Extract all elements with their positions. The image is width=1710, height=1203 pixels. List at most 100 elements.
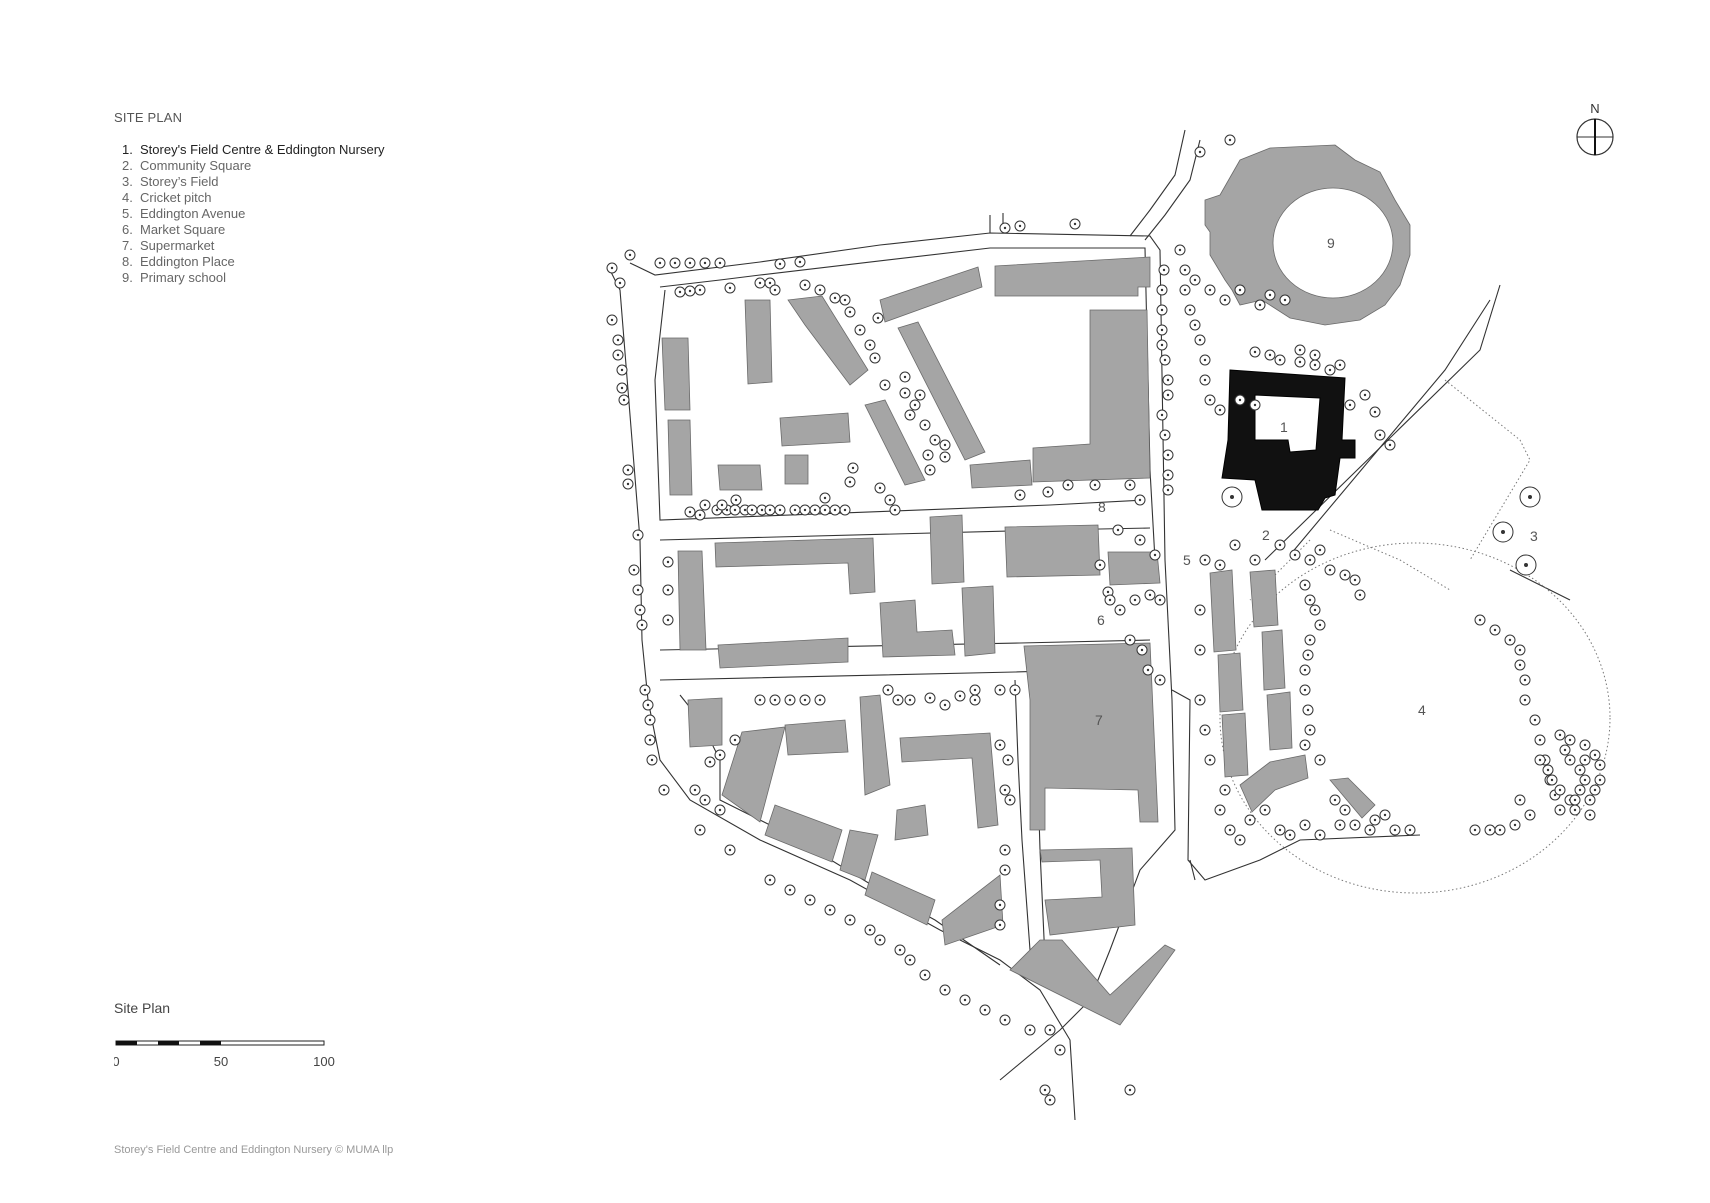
- tree-icon: [606, 262, 618, 274]
- tree-icon: [1014, 220, 1026, 232]
- tree-icon: [699, 257, 711, 269]
- tree-icon: [662, 556, 674, 568]
- tree-icon: [899, 371, 911, 383]
- tree-icon: [784, 884, 796, 896]
- tree-icon: [1314, 619, 1326, 631]
- tree-icon: [969, 684, 981, 696]
- tree-icon: [1384, 439, 1396, 451]
- tree-icon: [662, 584, 674, 596]
- tree-icon: [844, 914, 856, 926]
- tree-icon: [729, 504, 741, 516]
- tree-icon: [799, 279, 811, 291]
- tree-icon: [844, 476, 856, 488]
- tree-icon: [1584, 809, 1596, 821]
- tree-icon: [730, 494, 742, 506]
- tree-icon: [939, 699, 951, 711]
- tree-icon: [1284, 829, 1296, 841]
- tree-icon: [939, 439, 951, 451]
- tree-icon: [1489, 624, 1501, 636]
- tree-icon: [1574, 784, 1586, 796]
- tree-icon: [1314, 544, 1326, 556]
- tree-icon: [1294, 344, 1306, 356]
- map-label-5: 5: [1183, 552, 1191, 568]
- tree-icon: [882, 684, 894, 696]
- tree-icon: [1204, 284, 1216, 296]
- tree-icon: [1112, 524, 1124, 536]
- tree-icon: [814, 694, 826, 706]
- tree-icon: [1069, 218, 1081, 230]
- tree-icon: [724, 844, 736, 856]
- tree-icon: [639, 684, 651, 696]
- tree-icon: [642, 699, 654, 711]
- tree-icon: [1199, 354, 1211, 366]
- tree-icon: [854, 324, 866, 336]
- tree-icon: [1162, 449, 1174, 461]
- tree-icon: [622, 464, 634, 476]
- tree-icon: [1199, 724, 1211, 736]
- tree-icon: [1484, 824, 1496, 836]
- tree-icon: [699, 499, 711, 511]
- tree-icon: [1158, 264, 1170, 276]
- tree-icon: [1249, 554, 1261, 566]
- tree-icon: [864, 339, 876, 351]
- tree-icon: [804, 894, 816, 906]
- tree-icon: [754, 277, 766, 289]
- tree-icon: [1214, 404, 1226, 416]
- tree-icon: [769, 284, 781, 296]
- tree-icon: [1234, 284, 1246, 296]
- tree-icon: [614, 277, 626, 289]
- tree-icon: [969, 694, 981, 706]
- tree-icon: [922, 449, 934, 461]
- tree-icon: [632, 529, 644, 541]
- tree-icon: [1194, 604, 1206, 616]
- tree-icon: [1124, 634, 1136, 646]
- tree-icon: [1339, 569, 1351, 581]
- tree-icon: [612, 334, 624, 346]
- tree-icon: [714, 257, 726, 269]
- tree-icon: [894, 944, 906, 956]
- tree-icon: [699, 794, 711, 806]
- tree-icon: [1546, 774, 1558, 786]
- tree-icon: [829, 292, 841, 304]
- tree-icon: [1194, 334, 1206, 346]
- large-tree-icon: [1221, 486, 1243, 508]
- tree-icon: [1264, 289, 1276, 301]
- tree-icon: [1564, 734, 1576, 746]
- legend-item: 5.Eddington Avenue: [122, 206, 246, 221]
- tree-icon: [769, 694, 781, 706]
- tree-icon: [1199, 554, 1211, 566]
- tree-icon: [904, 409, 916, 421]
- tree-icon: [1184, 304, 1196, 316]
- scale-bar: 0 50 100: [114, 1040, 335, 1069]
- tree-icon: [959, 994, 971, 1006]
- tree-icon: [1554, 729, 1566, 741]
- tree-icon: [774, 504, 786, 516]
- tree-icon: [644, 714, 656, 726]
- tree-icon: [1162, 484, 1174, 496]
- tree-icon: [1274, 824, 1286, 836]
- tree-icon: [1529, 714, 1541, 726]
- tree-icon: [1309, 359, 1321, 371]
- tree-icon: [1104, 594, 1116, 606]
- legend-list: 1.Storey's Field Centre & Eddington Nurs…: [122, 142, 385, 286]
- legend-item: 1.Storey's Field Centre & Eddington Nurs…: [122, 142, 385, 157]
- tree-icon: [1534, 734, 1546, 746]
- tree-icon: [1234, 394, 1246, 406]
- tree-icon: [1159, 429, 1171, 441]
- tree-icon: [919, 969, 931, 981]
- tree-icon: [1156, 339, 1168, 351]
- tree-icon: [616, 382, 628, 394]
- tree-icon: [939, 984, 951, 996]
- tree-icon: [1299, 684, 1311, 696]
- tree-icon: [606, 314, 618, 326]
- tree-icon: [919, 419, 931, 431]
- large-tree-icon: [1515, 554, 1537, 576]
- legend-item: 3.Storey’s Field: [122, 174, 219, 189]
- tree-icon: [1009, 684, 1021, 696]
- tree-icon: [1002, 754, 1014, 766]
- tree-icon: [1519, 674, 1531, 686]
- tree-icon: [799, 694, 811, 706]
- tree-icon: [1144, 589, 1156, 601]
- tree-icon: [999, 1014, 1011, 1026]
- tree-icon: [1579, 754, 1591, 766]
